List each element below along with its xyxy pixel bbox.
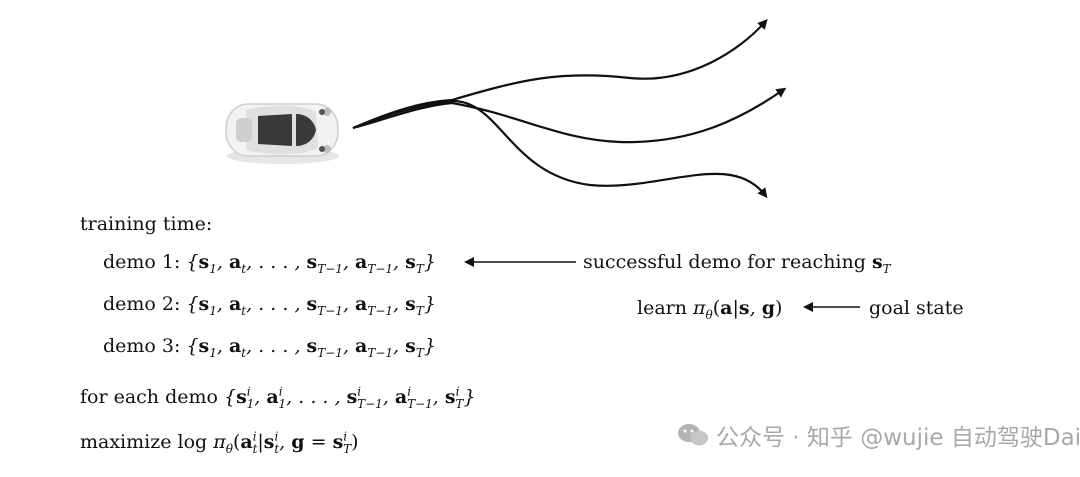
demo-1-sequence: {s1, at, . . . , sT−1, aT−1, sT} — [186, 251, 436, 273]
watermark-text: 公众号 · 知乎 @wujie 自动驾驶Daily — [716, 418, 1080, 452]
for-each-text: for each demo — [80, 386, 218, 408]
demo-3-sequence: {s1, at, . . . , sT−1, aT−1, sT} — [186, 335, 436, 357]
wechat-icon — [676, 422, 710, 448]
watermark: 公众号 · 知乎 @wujie 自动驾驶Daily — [676, 418, 1080, 452]
maximize-text: maximize log — [80, 431, 207, 453]
training-header: training time: — [80, 212, 212, 236]
demo-1-label: demo 1: — [103, 251, 180, 273]
successful-demo-text: successful demo for reaching — [583, 251, 866, 273]
maximize-row: maximize log πθ(ait|sit, g = siT) — [80, 430, 359, 454]
goal-state-symbol: sT — [872, 251, 891, 273]
learn-text: learn — [637, 297, 687, 319]
trajectory-middle — [353, 90, 783, 142]
demo-3-row: demo 3: {s1, at, . . . , sT−1, aT−1, sT} — [103, 334, 436, 358]
demo-2-label: demo 2: — [103, 293, 180, 315]
trajectory-upper — [353, 22, 765, 128]
successful-demo-annotation: successful demo for reaching sT — [583, 250, 891, 274]
trajectories — [353, 22, 783, 195]
objective-expression: πθ(ait|sit, g = siT) — [213, 431, 358, 453]
demo-1-row: demo 1: {s1, at, . . . , sT−1, aT−1, sT} — [103, 250, 436, 274]
policy-annotation: learn πθ(a|s, g) — [637, 296, 782, 320]
relabeled-sequence: {si1, ai1, . . . , siT−1, aiT−1, siT} — [224, 386, 476, 408]
for-each-row: for each demo {si1, ai1, . . . , siT−1, … — [80, 385, 476, 409]
demo-2-row: demo 2: {s1, at, . . . , sT−1, aT−1, sT} — [103, 292, 436, 316]
goal-state-label: goal state — [869, 296, 964, 320]
car-icon — [226, 104, 339, 164]
policy-expression: πθ(a|s, g) — [693, 297, 782, 319]
demo-2-sequence: {s1, at, . . . , sT−1, aT−1, sT} — [186, 293, 436, 315]
demo-3-label: demo 3: — [103, 335, 180, 357]
trajectory-lower — [353, 101, 765, 195]
